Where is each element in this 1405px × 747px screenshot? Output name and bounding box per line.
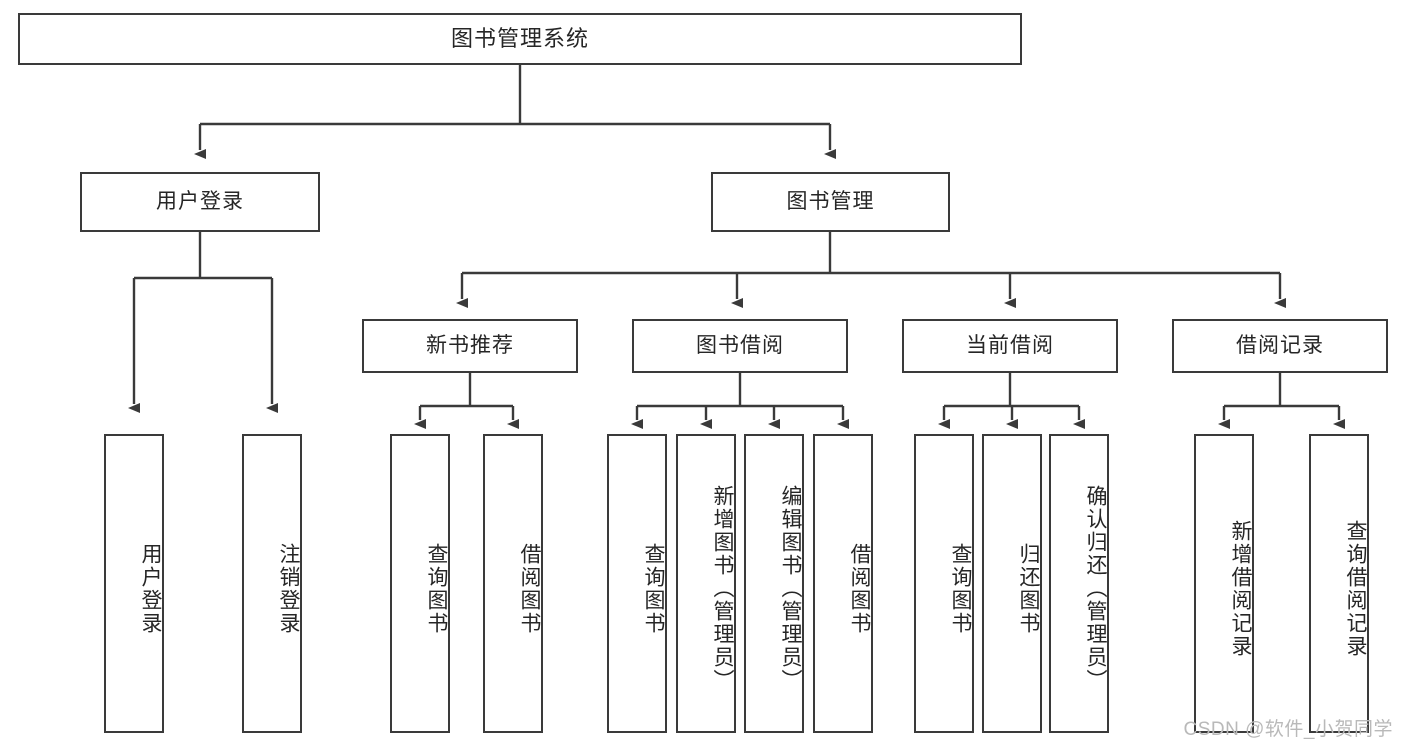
node-label: 图书借阅: [696, 333, 784, 357]
node-borrow-record[interactable]: 借阅记录: [1172, 319, 1388, 373]
node-leaf-query-book-recommend[interactable]: 查询图书: [390, 434, 450, 733]
node-leaf-edit-book-admin[interactable]: 编辑图书（管理员）: [744, 434, 804, 733]
node-label: 当前借阅: [966, 333, 1054, 357]
node-leaf-add-book-admin[interactable]: 新增图书（管理员）: [676, 434, 736, 733]
node-label: 查询借阅记录: [1344, 519, 1367, 658]
node-label: 确认归还（管理员）: [1084, 485, 1107, 692]
node-label: 用户登录: [139, 542, 162, 635]
node-label: 归还图书: [1017, 542, 1040, 635]
node-leaf-logout[interactable]: 注销登录: [242, 434, 302, 733]
node-leaf-borrow-book-recommend[interactable]: 借阅图书: [483, 434, 543, 733]
node-label: 借阅图书: [848, 542, 871, 635]
node-leaf-return-book[interactable]: 归还图书: [982, 434, 1042, 733]
node-label: 新增借阅记录: [1229, 519, 1252, 658]
node-leaf-query-book-current[interactable]: 查询图书: [914, 434, 974, 733]
node-user-login[interactable]: 用户登录: [80, 172, 320, 232]
node-label: 图书管理: [786, 189, 875, 213]
node-label: 注销登录: [277, 542, 300, 635]
node-label: 借阅图书: [518, 542, 541, 635]
node-label: 新书推荐: [426, 333, 514, 357]
node-label: 新增图书（管理员）: [711, 485, 734, 692]
node-book-borrow[interactable]: 图书借阅: [632, 319, 848, 373]
node-leaf-user-login[interactable]: 用户登录: [104, 434, 164, 733]
node-book-management[interactable]: 图书管理: [711, 172, 950, 232]
node-label: 用户登录: [156, 189, 244, 213]
node-leaf-query-borrow-record[interactable]: 查询借阅记录: [1309, 434, 1369, 733]
node-leaf-confirm-return-admin[interactable]: 确认归还（管理员）: [1049, 434, 1109, 733]
node-root-book-management-system[interactable]: 图书管理系统: [18, 13, 1022, 65]
node-new-book-recommend[interactable]: 新书推荐: [362, 319, 578, 373]
node-label: 编辑图书（管理员）: [779, 485, 802, 692]
node-label: 查询图书: [642, 542, 665, 635]
node-label: 借阅记录: [1236, 333, 1324, 357]
node-current-borrow[interactable]: 当前借阅: [902, 319, 1118, 373]
node-label: 图书管理系统: [450, 26, 589, 52]
node-leaf-query-book-borrow[interactable]: 查询图书: [607, 434, 667, 733]
node-label: 查询图书: [949, 542, 972, 635]
node-leaf-borrow-book[interactable]: 借阅图书: [813, 434, 873, 733]
csdn-watermark: CSDN @软件_小贺同学: [1183, 719, 1393, 740]
node-label: 查询图书: [425, 542, 448, 635]
node-leaf-add-borrow-record[interactable]: 新增借阅记录: [1194, 434, 1254, 733]
